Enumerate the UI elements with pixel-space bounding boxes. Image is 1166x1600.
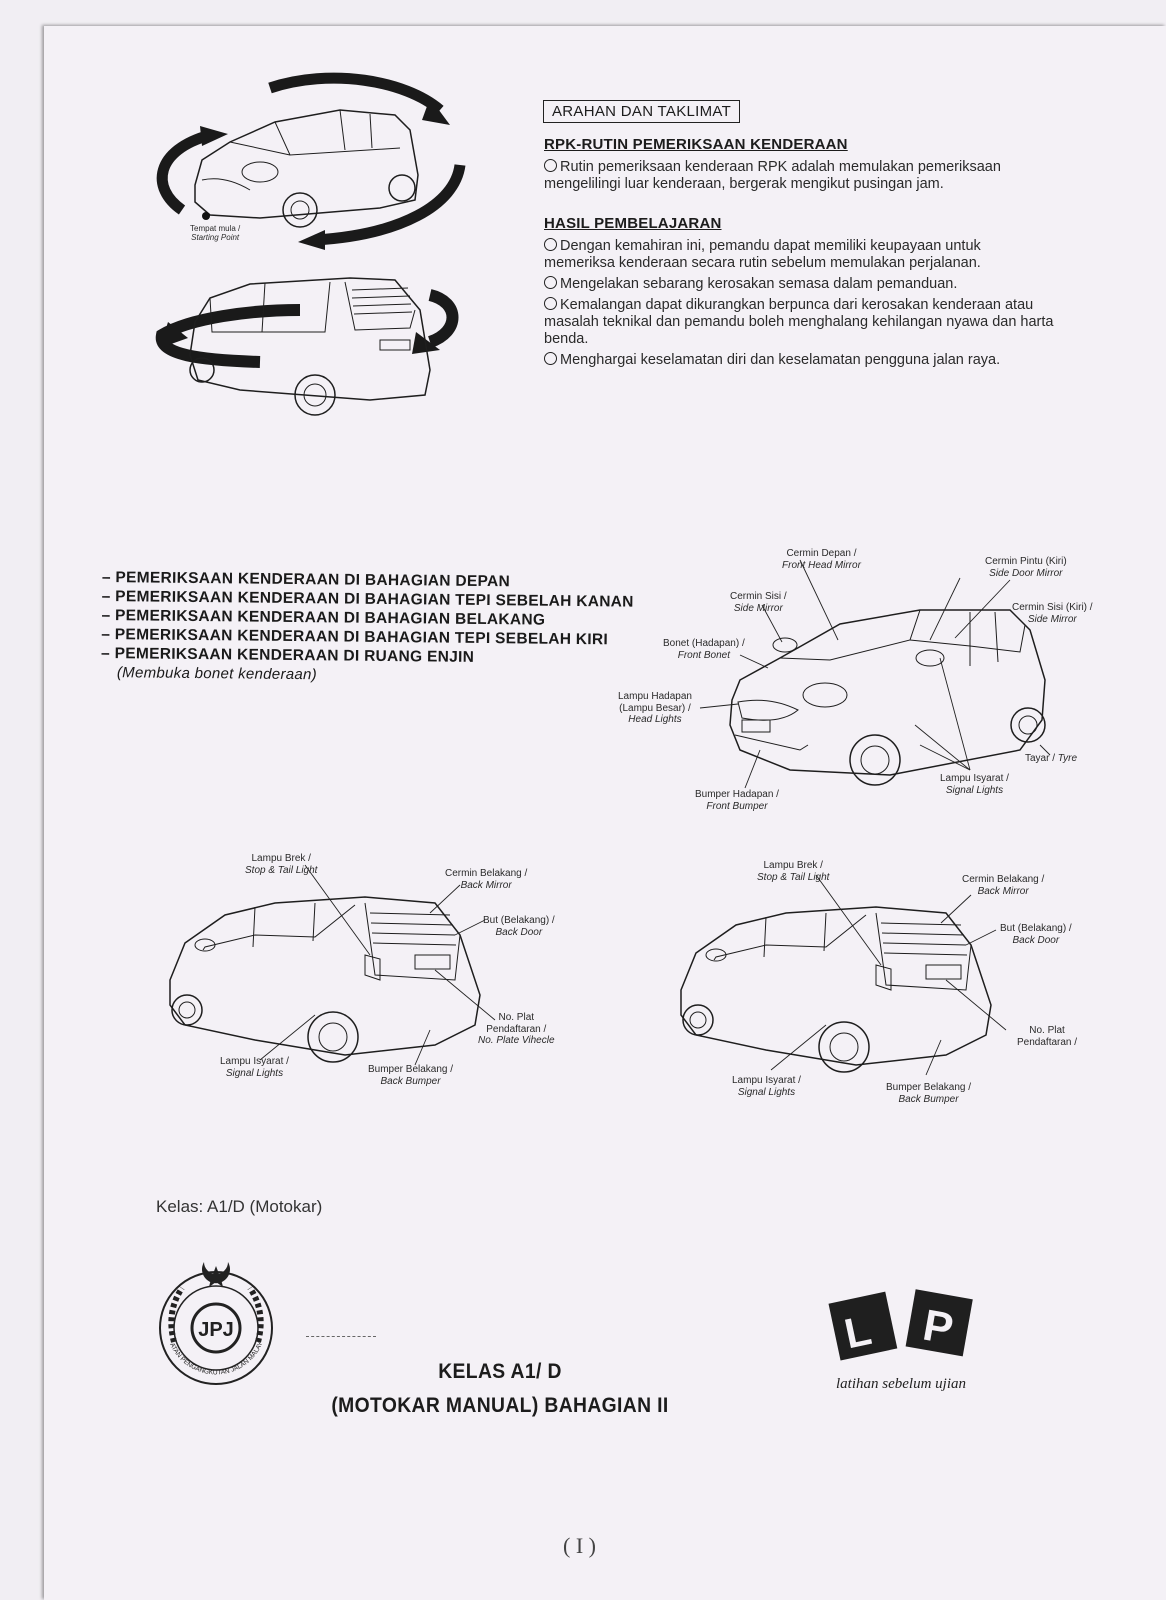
bullet-circle-icon — [544, 276, 557, 289]
bullet-circle-icon — [544, 297, 557, 310]
front-car-diagram — [699, 559, 1051, 789]
divider — [306, 1336, 376, 1337]
label-back-bumper-right: Bumper Belakang /Back Bumper — [886, 1082, 972, 1105]
bullet-circle-icon — [544, 352, 557, 365]
label-back-bumper-left: Bumper Belakang /Back Bumper — [368, 1064, 454, 1087]
label-stop-tail-light-left: Lampu Brek /Stop & Tail Light — [245, 853, 318, 876]
label-signal-lights-left: Lampu Isyarat /Signal Lights — [220, 1056, 289, 1079]
label-signal-lights-right: Lampu Isyarat /Signal Lights — [732, 1075, 801, 1098]
learning-outcome-list: Dengan kemahiran ini, pemandu dapat memi… — [544, 238, 1054, 369]
class-label: Kelas: A1/D (Motokar) — [156, 1197, 323, 1216]
label-back-mirror-left: Cermin Belakang /Back Mirror — [445, 868, 528, 891]
label-side-door-mirror: Cermin Pintu (Kiri)Side Door Mirror — [985, 556, 1067, 579]
start-point-ms: Tempat mula / — [190, 224, 241, 233]
learning-outcome-heading: HASIL PEMBELAJARAN — [544, 215, 722, 232]
label-side-mirror: Cermin Sisi /Side Mirror — [730, 591, 787, 614]
label-back-door-left: But (Belakang) /Back Door — [483, 915, 555, 938]
title-line-2: (MOTOKAR MANUAL) BAHAGIAN II — [331, 1394, 669, 1417]
outcome-item: Dengan kemahiran ini, pemandu dapat memi… — [544, 238, 981, 271]
label-tyre: Tayar / Tyre — [1025, 753, 1078, 764]
rear-car-diagram-left — [169, 864, 496, 1066]
rpk-list: Rutin pemeriksaan kenderaan RPK adalah m… — [544, 159, 1054, 193]
tagline: latihan sebelum ujian — [836, 1376, 966, 1392]
start-point-label: Tempat mula / Starting Point — [190, 224, 240, 242]
rear-car-diagram-right — [680, 874, 1007, 1076]
label-front-bumper: Bumper Hadapan /Front Bumper — [695, 789, 779, 812]
outcome-item: Menghargai keselamatan diri dan keselama… — [544, 352, 1054, 369]
outcome-item: Kemalangan dapat dikurangkan berpunca da… — [544, 297, 1054, 347]
lp-logo: L P — [828, 1289, 973, 1361]
document-page — [44, 26, 1166, 1600]
page-number: ( I ) — [563, 1533, 596, 1558]
inspection-checklist: – PEMERIKSAAN KENDERAAN DI BAHAGIAN DEPA… — [101, 568, 634, 688]
bullet-circle-icon — [544, 159, 557, 172]
jpj-crest-logo: JPJ JABATAN PENGANGKUTAN JALAN MALAYSIA — [150, 1247, 273, 1385]
document-title: KELAS A1/ D (MOTOKAR MANUAL) BAHAGIAN II — [321, 1355, 680, 1423]
car-clockwise-diagram — [155, 72, 466, 416]
start-point-en: Starting Point — [191, 233, 240, 242]
label-side-mirror-left: Cermin Sisi (Kiri) /Side Mirror — [1012, 602, 1093, 625]
briefing-box-title: ARAHAN DAN TAKLIMAT — [543, 100, 741, 123]
bullet-circle-icon — [544, 238, 557, 251]
label-back-mirror-right: Cermin Belakang /Back Mirror — [962, 874, 1045, 897]
title-line-1: KELAS A1/ D — [438, 1360, 562, 1383]
label-front-head-mirror: Cermin Depan /Front Head Mirror — [782, 548, 861, 571]
outcome-item: Mengelakan sebarang kerosakan semasa dal… — [544, 276, 1054, 293]
label-stop-tail-light-right: Lampu Brek /Stop & Tail Light — [757, 860, 830, 883]
label-front-bonet: Bonet (Hadapan) /Front Bonet — [663, 638, 745, 661]
rpk-item: Rutin pemeriksaan kenderaan RPK adalah m… — [544, 159, 1001, 192]
label-head-lights: Lampu Hadapan(Lampu Besar) /Head Lights — [618, 691, 692, 725]
label-signal-lights-front: Lampu Isyarat /Signal Lights — [940, 773, 1009, 796]
jpj-letters: JPJ — [198, 1319, 234, 1341]
rpk-heading: RPK-RUTIN PEMERIKSAAN KENDERAAN — [544, 136, 848, 153]
label-back-door-right: But (Belakang) /Back Door — [1000, 923, 1072, 946]
